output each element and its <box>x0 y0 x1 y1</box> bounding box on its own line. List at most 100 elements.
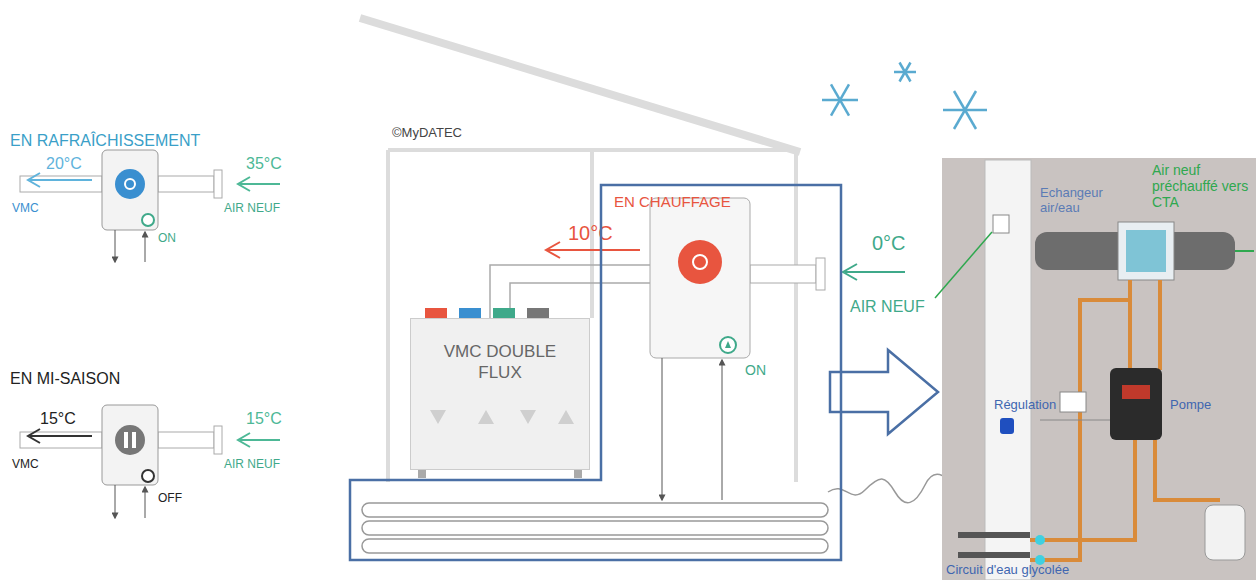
mid-season-unit-part <box>132 432 136 448</box>
ground-loop <box>362 503 828 553</box>
cooling-unit <box>20 150 280 262</box>
vmc-unit-part <box>459 308 481 318</box>
snowflake-part <box>894 63 916 82</box>
installation-photo-part <box>1035 535 1045 545</box>
mid-season-unit-part <box>238 433 280 447</box>
copyright: ©MyDATEC <box>392 126 462 141</box>
heating-region: EN CHAUFFAGE <box>348 183 844 563</box>
temperature: 15°C <box>246 410 282 428</box>
installation-photo-part <box>958 552 1030 558</box>
snowflake-part <box>831 84 849 115</box>
vmc-unit-part <box>410 318 590 470</box>
installation-photo-part <box>958 535 1030 555</box>
cooling-unit-part <box>238 177 280 191</box>
part-label: Echangeur air/eau <box>1040 186 1120 216</box>
installation-photo-part <box>1030 280 1220 560</box>
installation-photo <box>935 158 1256 580</box>
temperature: 0°C <box>872 232 906 255</box>
temperature: 20°C <box>46 155 82 173</box>
cooling-unit-part <box>125 179 135 189</box>
section-title: EN MI-SAISON <box>10 370 120 388</box>
cooling-unit-part <box>28 173 92 187</box>
heating-unit-part <box>816 258 825 290</box>
mid-season-unit <box>20 405 280 518</box>
cooling-unit-part <box>145 232 146 262</box>
mid-season-unit-part <box>28 429 92 443</box>
snowflake <box>822 63 987 130</box>
snowflake-part <box>954 91 976 129</box>
installation-photo-part <box>1126 230 1166 272</box>
ground-loop-part <box>362 503 828 517</box>
vmc-unit-part <box>574 470 582 478</box>
region-heading: EN CHAUFFAGE <box>614 193 731 210</box>
duct-label: AIR NEUF <box>224 202 280 216</box>
mid-season-unit-part <box>214 426 222 454</box>
vmc-unit-part <box>418 470 426 478</box>
snowflake-part <box>831 84 849 115</box>
heating-unit-part <box>725 341 731 348</box>
cooling-unit-part <box>102 150 158 230</box>
cooling-unit-part <box>142 214 154 226</box>
installation-photo-part <box>1040 420 1110 421</box>
duct-label: AIR NEUF <box>224 458 280 472</box>
installation-photo-part <box>1118 222 1174 280</box>
heating-unit-part <box>662 358 663 500</box>
cooling-unit-part <box>115 169 145 199</box>
snowflake-part <box>822 84 858 115</box>
mid-season-unit-part <box>158 432 214 448</box>
pipe-squiggle <box>828 474 960 502</box>
heating-unit-part <box>722 360 723 500</box>
status-label: OFF <box>158 492 182 506</box>
installation-photo-part <box>958 532 1030 538</box>
installation-photo-part <box>985 160 1031 580</box>
vmc-unit-part <box>493 308 515 318</box>
box-label: VMC DOUBLE FLUX <box>441 341 559 384</box>
snowflake-part <box>900 63 911 82</box>
heating-unit-part <box>490 265 650 320</box>
cooling-unit-part <box>115 230 116 262</box>
snowflake-part <box>900 63 911 82</box>
installation-photo-part <box>993 215 1009 233</box>
status-label: ON <box>745 362 766 378</box>
status-label: ON <box>158 232 176 246</box>
vmc-unit-part <box>430 410 574 424</box>
house-outline <box>360 18 800 482</box>
cooling-unit-part <box>158 176 214 192</box>
installation-photo-part <box>935 232 992 298</box>
duct-label: VMC <box>12 202 39 216</box>
mid-season-unit-part <box>142 470 154 482</box>
snowflake-part <box>943 91 987 129</box>
installation-photo-part <box>1122 385 1150 399</box>
installation-photo-part <box>1130 280 1160 370</box>
house-outline-part <box>794 150 798 482</box>
heating-unit-part <box>678 240 722 284</box>
temperature: 35°C <box>246 155 282 173</box>
mid-season-unit-part <box>145 487 146 518</box>
mid-season-unit-part <box>124 432 128 448</box>
mid-season-unit-part <box>115 425 145 455</box>
vmc-unit-part <box>527 308 549 318</box>
temperature: 15°C <box>40 410 76 428</box>
duct-label: VMC <box>12 458 39 472</box>
installation-photo-part <box>1000 418 1014 434</box>
vmc-box: VMC DOUBLE FLUX <box>410 318 590 470</box>
heating-unit-part <box>650 198 750 358</box>
vmc-unit <box>410 308 590 478</box>
house-outline-part <box>386 150 390 482</box>
installation-photo-part <box>1235 250 1254 252</box>
mid-season-unit-part <box>102 405 158 485</box>
heating-unit-part <box>693 255 707 269</box>
heating-unit-part <box>750 265 816 283</box>
section-title: EN RAFRAÎCHISSEMENT <box>10 132 200 150</box>
big-arrow <box>830 350 938 434</box>
installation-photo-part <box>1110 368 1162 440</box>
duct-label: AIR NEUF <box>850 298 925 316</box>
mid-season-unit-part <box>115 485 116 518</box>
temperature: 10°C <box>568 222 613 245</box>
part-label: Air neuf préchauffé vers CTA <box>1152 162 1252 210</box>
part-label: Circuit d'eau glycolée <box>946 563 1069 578</box>
installation-photo-part <box>1030 440 1220 540</box>
installation-photo-part <box>942 158 1256 580</box>
